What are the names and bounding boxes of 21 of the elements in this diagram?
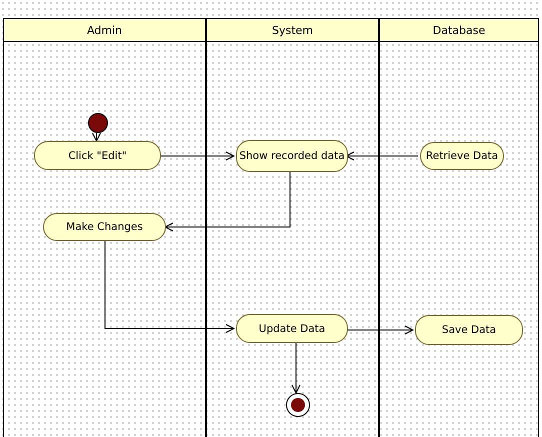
initial-node [88,113,108,133]
final-node [286,393,310,417]
action-node: Make Changes [43,213,166,241]
action-node: Click "Edit" [34,141,161,170]
arrow [346,326,414,334]
swimlane [3,18,205,437]
arrow [346,152,418,160]
action-node: Retrieve Data [420,142,504,170]
action-node: Update Data [236,314,348,343]
arrow [164,172,290,232]
swimlane [378,18,539,437]
action-node: Save Data [415,315,523,345]
lane-header: System [207,18,378,42]
arrow [104,240,234,333]
arrow [160,152,234,160]
swimlane [205,18,378,437]
lane-header: Database [380,18,538,42]
arrow [92,132,101,142]
arrow [292,342,300,394]
lane-header: Admin [4,18,205,42]
action-node: Show recorded data [236,140,348,172]
